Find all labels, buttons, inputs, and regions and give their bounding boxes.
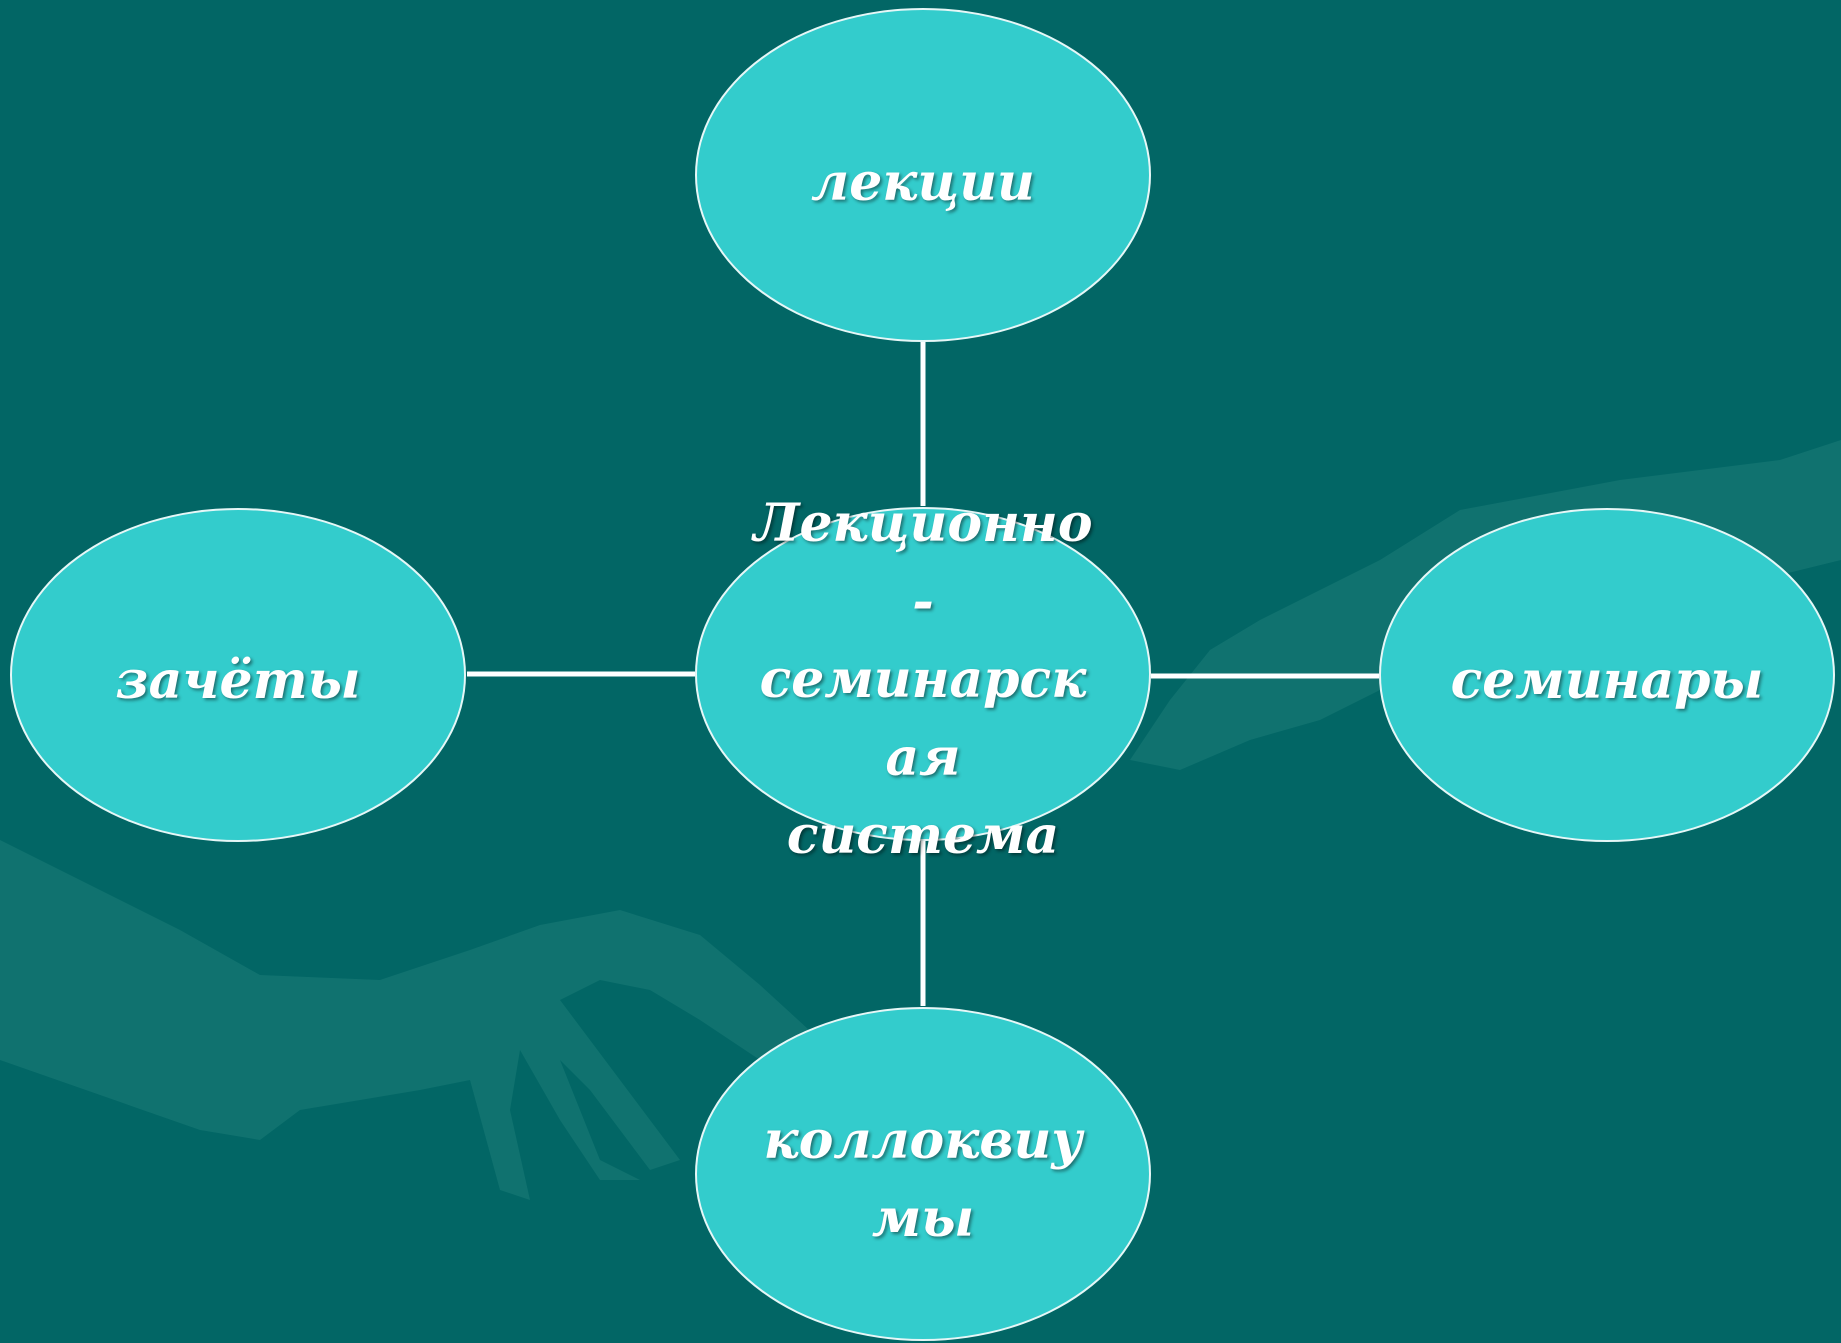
label-bottom-line-2: мы	[871, 1188, 975, 1249]
label-center-line-1: Лекционно	[753, 493, 1093, 554]
node-right-seminars	[1379, 508, 1835, 842]
node-left-credits	[10, 508, 466, 842]
label-left: зачёты	[10, 508, 466, 854]
label-left-text: зачёты	[115, 650, 361, 711]
label-bottom-line-1: коллоквиу	[763, 1110, 1083, 1171]
label-center: Лекционно - семинарск ая система	[695, 485, 1151, 875]
label-bottom: коллоквиу мы	[695, 1070, 1151, 1290]
label-top: лекции	[695, 8, 1151, 358]
label-center-line-4: ая	[885, 727, 961, 788]
node-center-system	[695, 507, 1151, 841]
label-right: семинары	[1379, 508, 1835, 854]
left-hand-shape	[0, 840, 820, 1200]
node-top-lectures	[695, 8, 1151, 342]
node-bottom-colloquia	[695, 1007, 1151, 1341]
label-top-text: лекции	[811, 152, 1035, 213]
label-center-line-2: -	[912, 571, 934, 632]
label-center-line-5: система	[786, 805, 1060, 866]
label-center-line-3: семинарск	[759, 649, 1087, 710]
label-right-text: семинары	[1450, 650, 1764, 711]
